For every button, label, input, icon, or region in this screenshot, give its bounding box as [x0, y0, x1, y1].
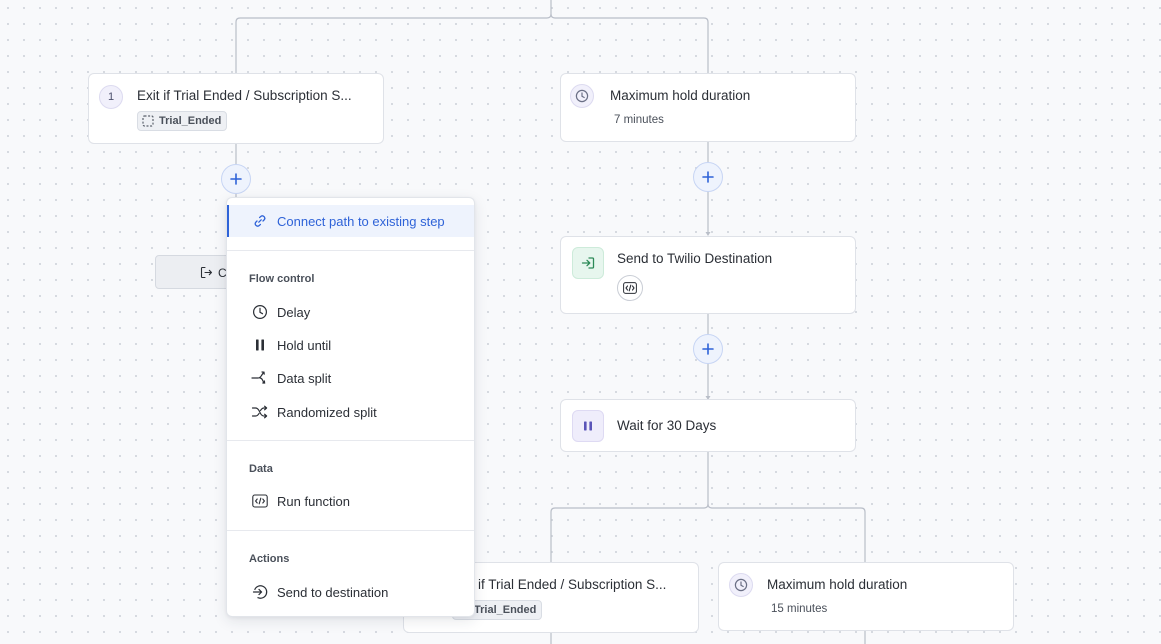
- shuffle-icon: [251, 403, 269, 421]
- hold-duration-node[interactable]: Maximum hold duration 15 minutes: [718, 562, 1014, 631]
- exit-step-title: if Trial Ended / Subscription S...: [478, 577, 667, 592]
- connector-split-right: [550, 13, 709, 74]
- menu-item-label: Randomized split: [277, 404, 377, 420]
- hold-duration-value: 7 minutes: [614, 114, 664, 126]
- exit-node-label: C: [218, 266, 227, 280]
- menu-item-label: Data split: [277, 370, 332, 386]
- exit-step-title: Exit if Trial Ended / Subscription S...: [137, 88, 352, 103]
- menu-item-connect-path[interactable]: Connect path to existing step: [227, 205, 474, 237]
- menu-divider: [227, 440, 474, 441]
- dashed-square-icon: [142, 115, 154, 127]
- add-step-menu: Connect path to existing step Flow contr…: [226, 197, 475, 617]
- add-step-button[interactable]: [693, 162, 723, 192]
- plus-icon: [702, 343, 714, 355]
- hold-duration-title: Maximum hold duration: [767, 577, 908, 592]
- code-icon: [617, 275, 643, 301]
- menu-divider: [227, 530, 474, 531]
- menu-divider: [227, 250, 474, 251]
- menu-item-label: Send to destination: [277, 584, 389, 600]
- menu-item-run-function[interactable]: Run function: [227, 485, 474, 517]
- menu-section-actions: Actions: [249, 553, 290, 565]
- step-number-badge: 1: [99, 85, 123, 109]
- connector-bottom-right: [707, 503, 866, 563]
- menu-item-randomized-split[interactable]: Randomized split: [227, 396, 474, 428]
- clock-icon: [570, 84, 594, 108]
- wait-step-node[interactable]: Wait for 30 Days: [560, 399, 856, 452]
- clock-icon: [251, 303, 269, 321]
- arrow-in-icon: [251, 583, 269, 601]
- arrow-in-icon: [572, 247, 604, 279]
- menu-item-label: Run function: [277, 493, 350, 509]
- pause-icon: [572, 410, 604, 442]
- audience-tag-label: Trial_Ended: [159, 115, 222, 127]
- menu-item-delay[interactable]: Delay: [227, 296, 474, 328]
- split-icon: [251, 369, 269, 387]
- menu-item-label: Hold until: [277, 337, 332, 353]
- send-to-destination-node[interactable]: Send to Twilio Destination: [560, 236, 856, 314]
- hold-duration-value: 15 minutes: [771, 603, 828, 615]
- plus-icon: [230, 173, 242, 185]
- hold-duration-title: Maximum hold duration: [610, 88, 751, 103]
- pause-icon: [251, 336, 269, 354]
- menu-section-flow-control: Flow control: [249, 273, 315, 285]
- audience-tag: Trial_Ended: [137, 111, 228, 131]
- menu-item-label: Connect path to existing step: [277, 213, 445, 229]
- connector-split-left: [235, 0, 552, 74]
- menu-item-hold-until[interactable]: Hold until: [227, 329, 474, 361]
- menu-item-send-to-destination[interactable]: Send to destination: [227, 576, 474, 608]
- code-icon: [251, 492, 269, 510]
- audience-tag-label: Trial_Ended: [474, 604, 537, 616]
- add-step-button[interactable]: [221, 164, 251, 194]
- add-step-button[interactable]: [693, 334, 723, 364]
- connector-bottom-left: [550, 452, 709, 563]
- wait-step-title: Wait for 30 Days: [617, 418, 717, 433]
- menu-item-data-split[interactable]: Data split: [227, 362, 474, 394]
- menu-section-data: Data: [249, 463, 273, 475]
- menu-item-label: Delay: [277, 304, 311, 320]
- link-icon: [251, 212, 269, 230]
- exit-icon: [200, 266, 213, 279]
- exit-step-node[interactable]: 1 Exit if Trial Ended / Subscription S..…: [88, 73, 384, 144]
- send-to-destination-title: Send to Twilio Destination: [617, 251, 773, 266]
- hold-duration-node[interactable]: Maximum hold duration 7 minutes: [560, 73, 856, 142]
- clock-icon: [729, 573, 753, 597]
- plus-icon: [702, 171, 714, 183]
